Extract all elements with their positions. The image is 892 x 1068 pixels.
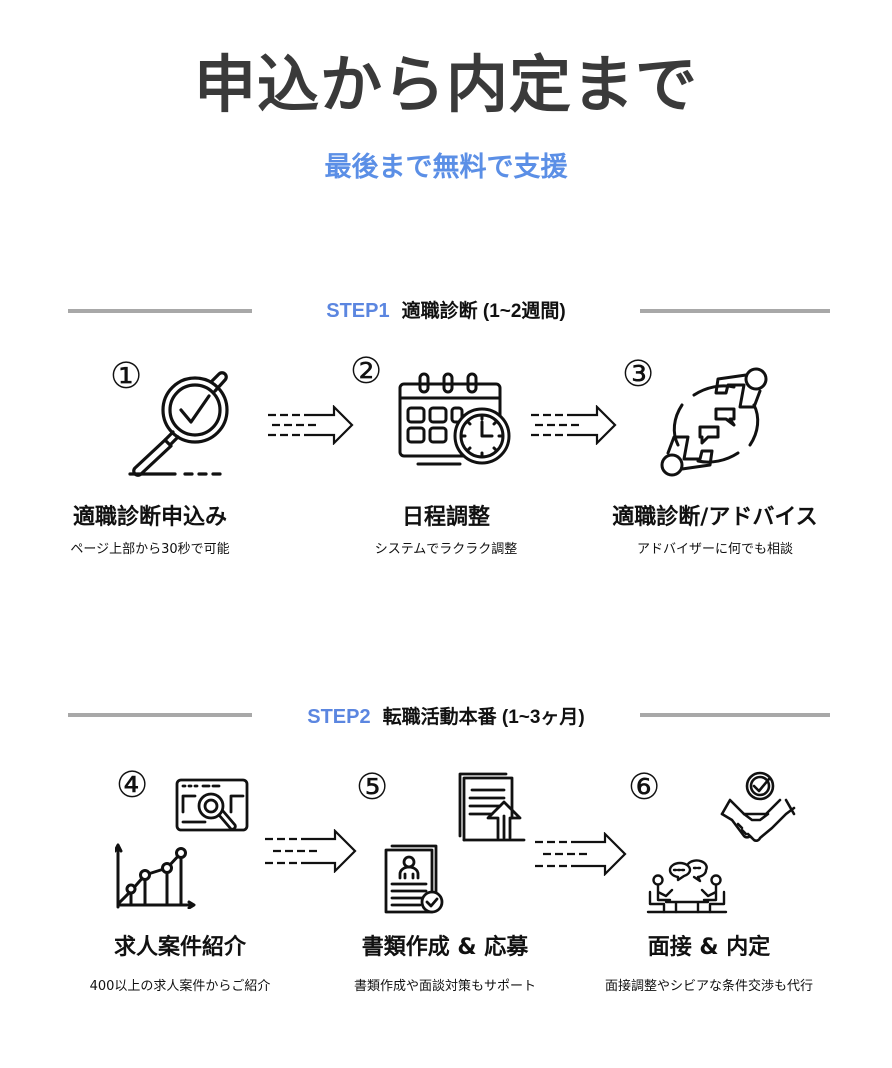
step-title: 転職活動本番 (1~3ヶ月) <box>382 707 585 728</box>
page-subtitle: 最後まで無料で支援 <box>324 152 568 183</box>
growth-chart-icon <box>115 843 197 909</box>
divider-line <box>68 309 252 313</box>
step1-heading: STEP1 適職診断 (1~2週間) <box>0 296 892 327</box>
divider-line <box>68 713 252 717</box>
divider-line <box>640 309 830 313</box>
item-description: アドバイザーに何でも相談 <box>636 542 793 557</box>
step-number: ⑥ <box>628 767 661 808</box>
arrow-right-icon <box>268 405 354 445</box>
item-description: 書類作成や面談対策もサポート <box>353 979 536 994</box>
step-number: ⑤ <box>356 767 389 808</box>
resume-check-icon <box>384 842 450 914</box>
item-description: システムでラクラク調整 <box>374 542 518 557</box>
calendar-clock-icon <box>398 372 516 472</box>
arrow-right-icon <box>531 405 617 445</box>
magnifier-check-icon <box>125 368 235 480</box>
step-number: ① <box>110 356 143 397</box>
document-upload-icon <box>458 772 526 844</box>
interview-meeting-icon <box>646 852 728 914</box>
arrow-right-icon <box>535 832 627 876</box>
step2-heading: STEP2 転職活動本番 (1~3ヶ月) <box>0 702 892 733</box>
item-title: 面接 & 内定 <box>647 935 771 960</box>
item-title: 適職診断申込み <box>72 505 227 530</box>
arrow-right-icon <box>265 829 357 873</box>
consultation-chat-icon <box>658 365 774 481</box>
browser-search-icon <box>175 778 251 840</box>
step-label: STEP2 <box>307 706 371 728</box>
page-title: 申込から内定まで <box>193 48 698 121</box>
step-number: ② <box>350 351 383 392</box>
divider-line <box>640 713 830 717</box>
handshake-check-icon <box>718 770 800 852</box>
item-title: 日程調整 <box>401 505 490 530</box>
item-description: ページ上部から30秒で可能 <box>70 542 230 557</box>
step-number: ③ <box>622 354 655 395</box>
item-title: 適職診断/アドバイス <box>612 505 818 530</box>
item-title: 求人案件紹介 <box>113 935 246 960</box>
item-description: 400以上の求人案件からご紹介 <box>89 979 271 994</box>
item-description: 面接調整やシビアな条件交渉も代行 <box>604 979 813 994</box>
step-number: ④ <box>116 765 149 806</box>
item-title: 書類作成 & 応募 <box>361 935 529 960</box>
step-title: 適職診断 (1~2週間) <box>401 301 566 322</box>
step-label: STEP1 <box>326 300 390 322</box>
